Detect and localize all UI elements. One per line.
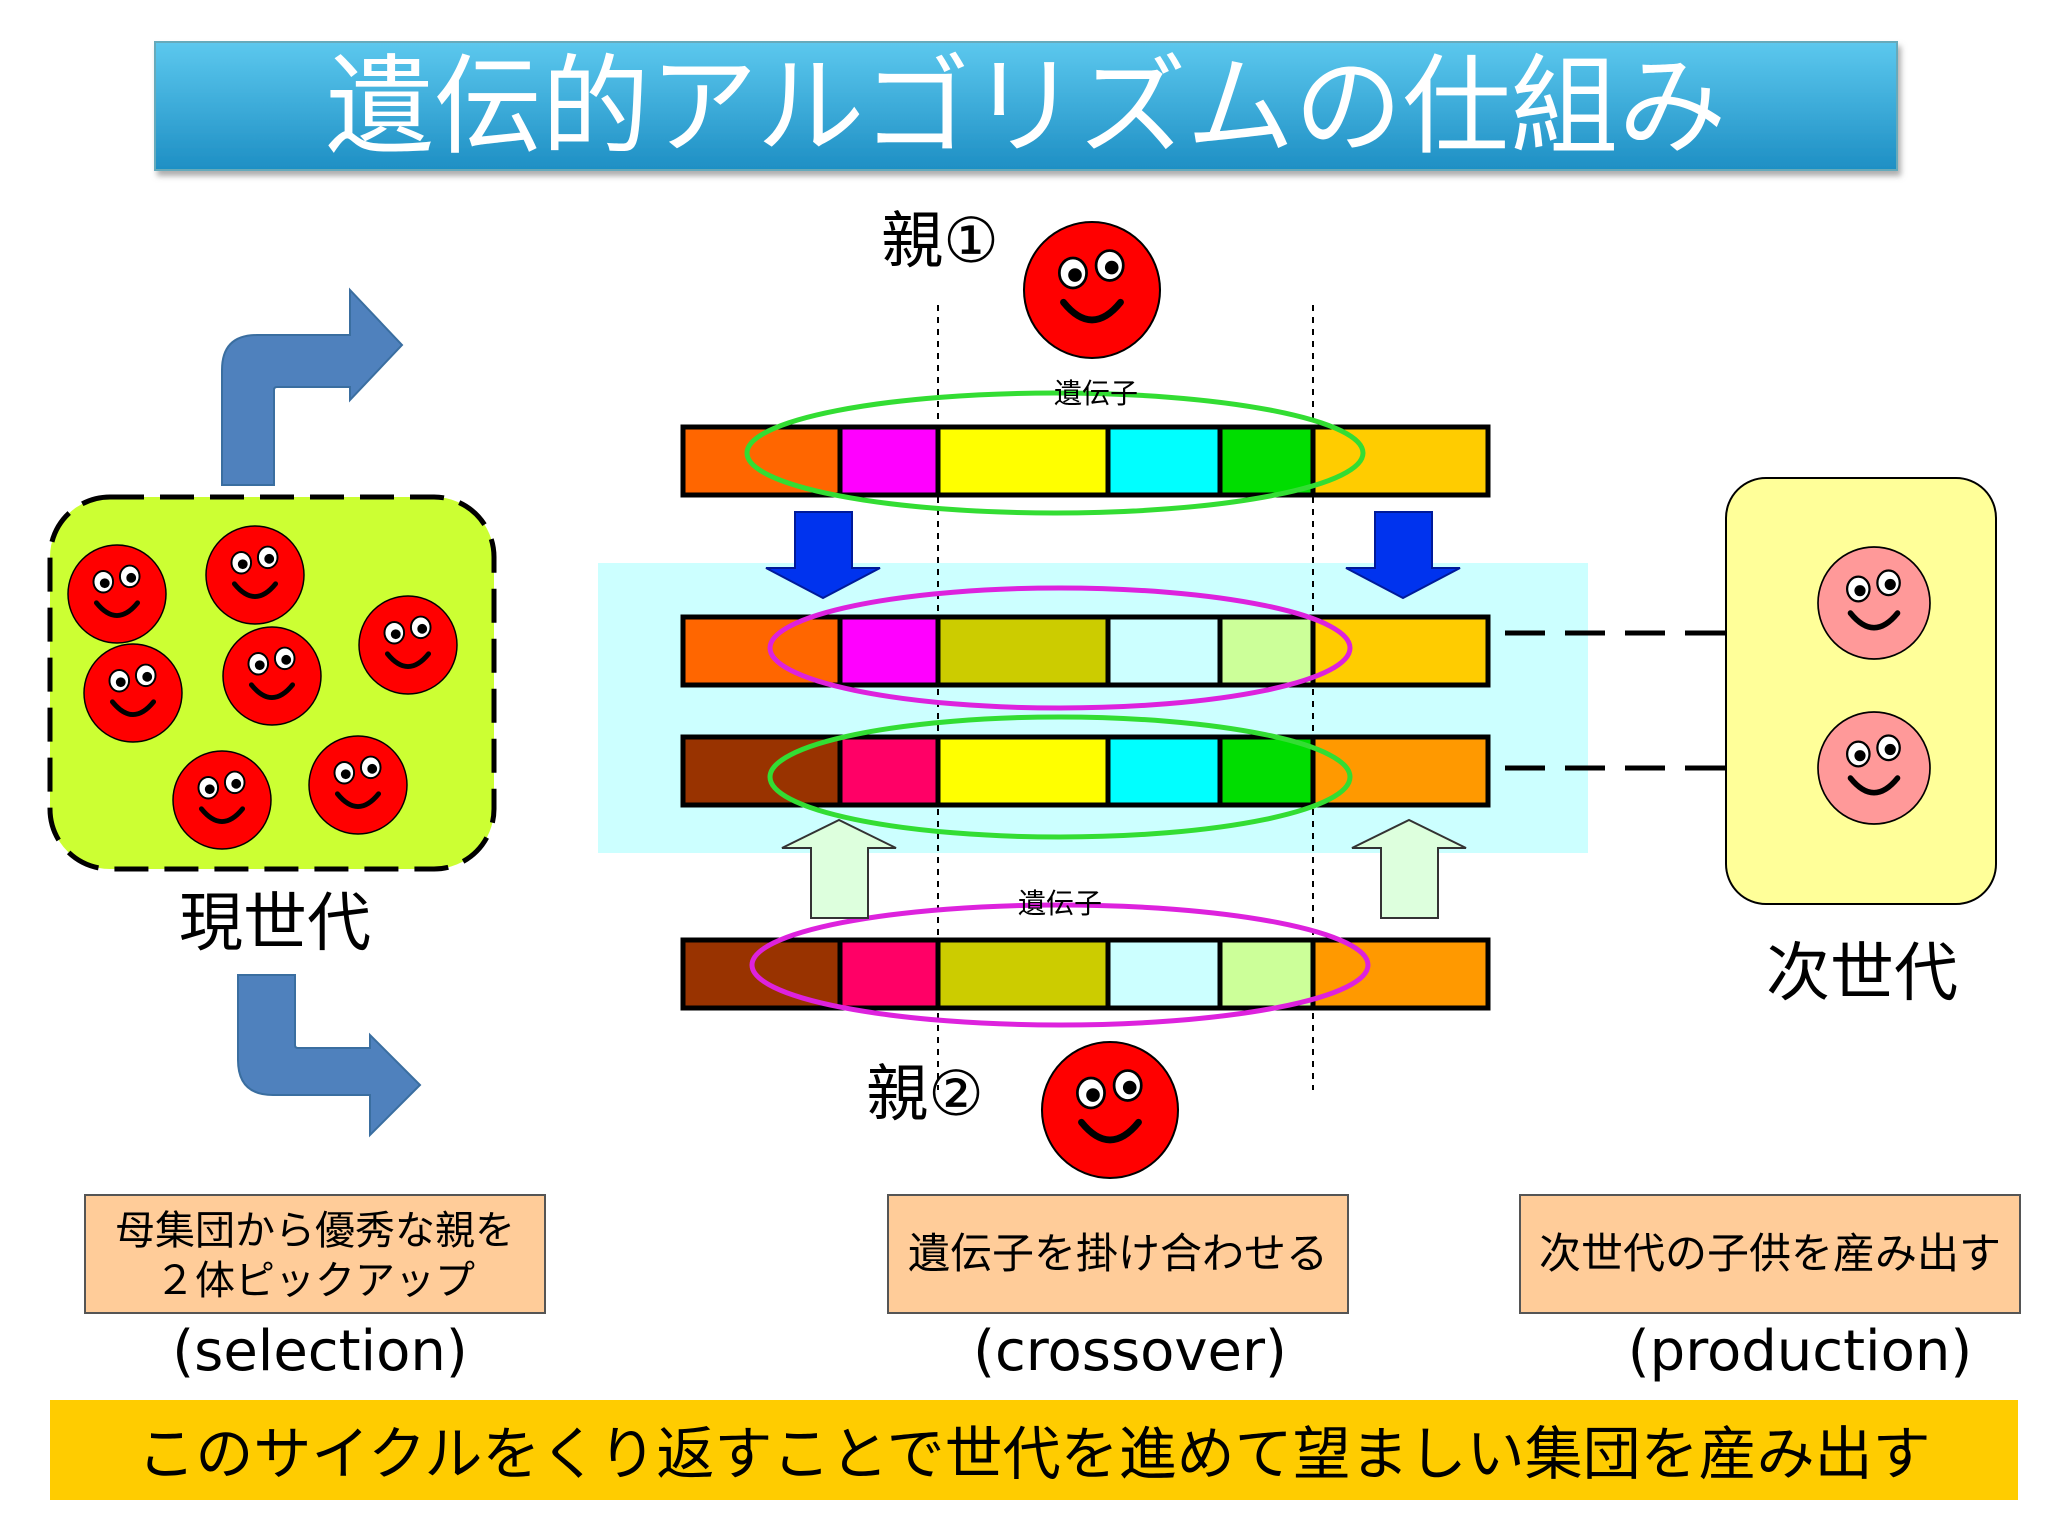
gene-segment (680, 734, 843, 808)
gene-segment (680, 614, 843, 688)
parent2-chromosome (680, 937, 1491, 1011)
footer-text: このサイクルをくり返すことで世代を進めて望ましい集団を産み出す (137, 1420, 1930, 1488)
gene-segment (1217, 937, 1316, 1011)
parent1-chromosome (680, 424, 1491, 498)
gene-segment (1217, 734, 1316, 808)
population-face (359, 596, 457, 694)
population-face (223, 627, 321, 725)
parent1-label: 親① (881, 204, 999, 277)
population-face (206, 526, 304, 624)
inherit-arrow-left (765, 511, 881, 600)
production-caption-box (1519, 1194, 2021, 1314)
crossover-term: (crossover) (973, 1319, 1287, 1384)
gene-segment (1310, 424, 1491, 498)
gene-segment (1217, 614, 1316, 688)
title-banner (154, 41, 1898, 171)
child2-face (1818, 712, 1930, 824)
gene-segment (837, 614, 941, 688)
population-face (68, 545, 166, 643)
selection-arrow-down (237, 974, 422, 1138)
gene-segment (1105, 424, 1223, 498)
current-generation-label: 現世代 (179, 887, 371, 961)
gene-ring-parent2 (749, 902, 1371, 1028)
gene-segment (935, 614, 1111, 688)
parent2-face (1042, 1042, 1178, 1178)
selection-arrow-up (221, 287, 404, 486)
population-face (173, 751, 271, 849)
population-face (84, 644, 182, 742)
gene-segment (837, 937, 941, 1011)
crossover-caption-box (887, 1194, 1349, 1314)
child1-face (1818, 547, 1930, 659)
page-title: 遺伝的アルゴリズムの仕組み (326, 45, 1727, 170)
gene-label-bottom: 遺伝子 (1018, 887, 1102, 920)
child2-chromosome (680, 734, 1491, 808)
footer-banner (50, 1400, 2018, 1500)
gene-segment (935, 424, 1111, 498)
population-face (309, 736, 407, 834)
selection-caption-box (84, 1194, 546, 1314)
next-generation-label: 次世代 (1766, 937, 1958, 1011)
next-generation-box (1725, 477, 1997, 905)
gene-segment (837, 734, 941, 808)
gene-segment (1105, 734, 1223, 808)
gene-segment (1105, 937, 1223, 1011)
gene-ring-parent1 (744, 390, 1366, 516)
child1-chromosome (680, 614, 1491, 688)
gene-segment (837, 424, 941, 498)
chromosomes (680, 424, 1491, 1011)
gene-label-top: 遺伝子 (1054, 377, 1138, 410)
gene-ring-child1 (767, 585, 1353, 711)
parent2-label: 親② (866, 1057, 984, 1130)
gene-segment (935, 734, 1111, 808)
selection-caption-line2: ２体ピックアップ (155, 1258, 475, 1304)
gene-segment (1105, 614, 1223, 688)
gene-segment (1310, 614, 1491, 688)
parent1-face (1024, 222, 1160, 358)
inherit-arrow-right (1345, 511, 1461, 600)
production-term: (production) (1628, 1319, 1972, 1384)
selection-caption-line1: 母集団から優秀な親を (115, 1208, 515, 1254)
selection-term: (selection) (172, 1319, 467, 1384)
gene-segment (1310, 937, 1491, 1011)
inherit-up-arrow-right (1351, 818, 1467, 919)
inherit-up-arrow-left (781, 818, 897, 919)
gene-segment (935, 937, 1111, 1011)
gene-segment (1217, 424, 1316, 498)
crossover-caption: 遺伝子を掛け合わせる (908, 1229, 1328, 1278)
gene-ring-child2 (767, 714, 1353, 840)
production-caption: 次世代の子供を産み出す (1539, 1229, 2001, 1278)
